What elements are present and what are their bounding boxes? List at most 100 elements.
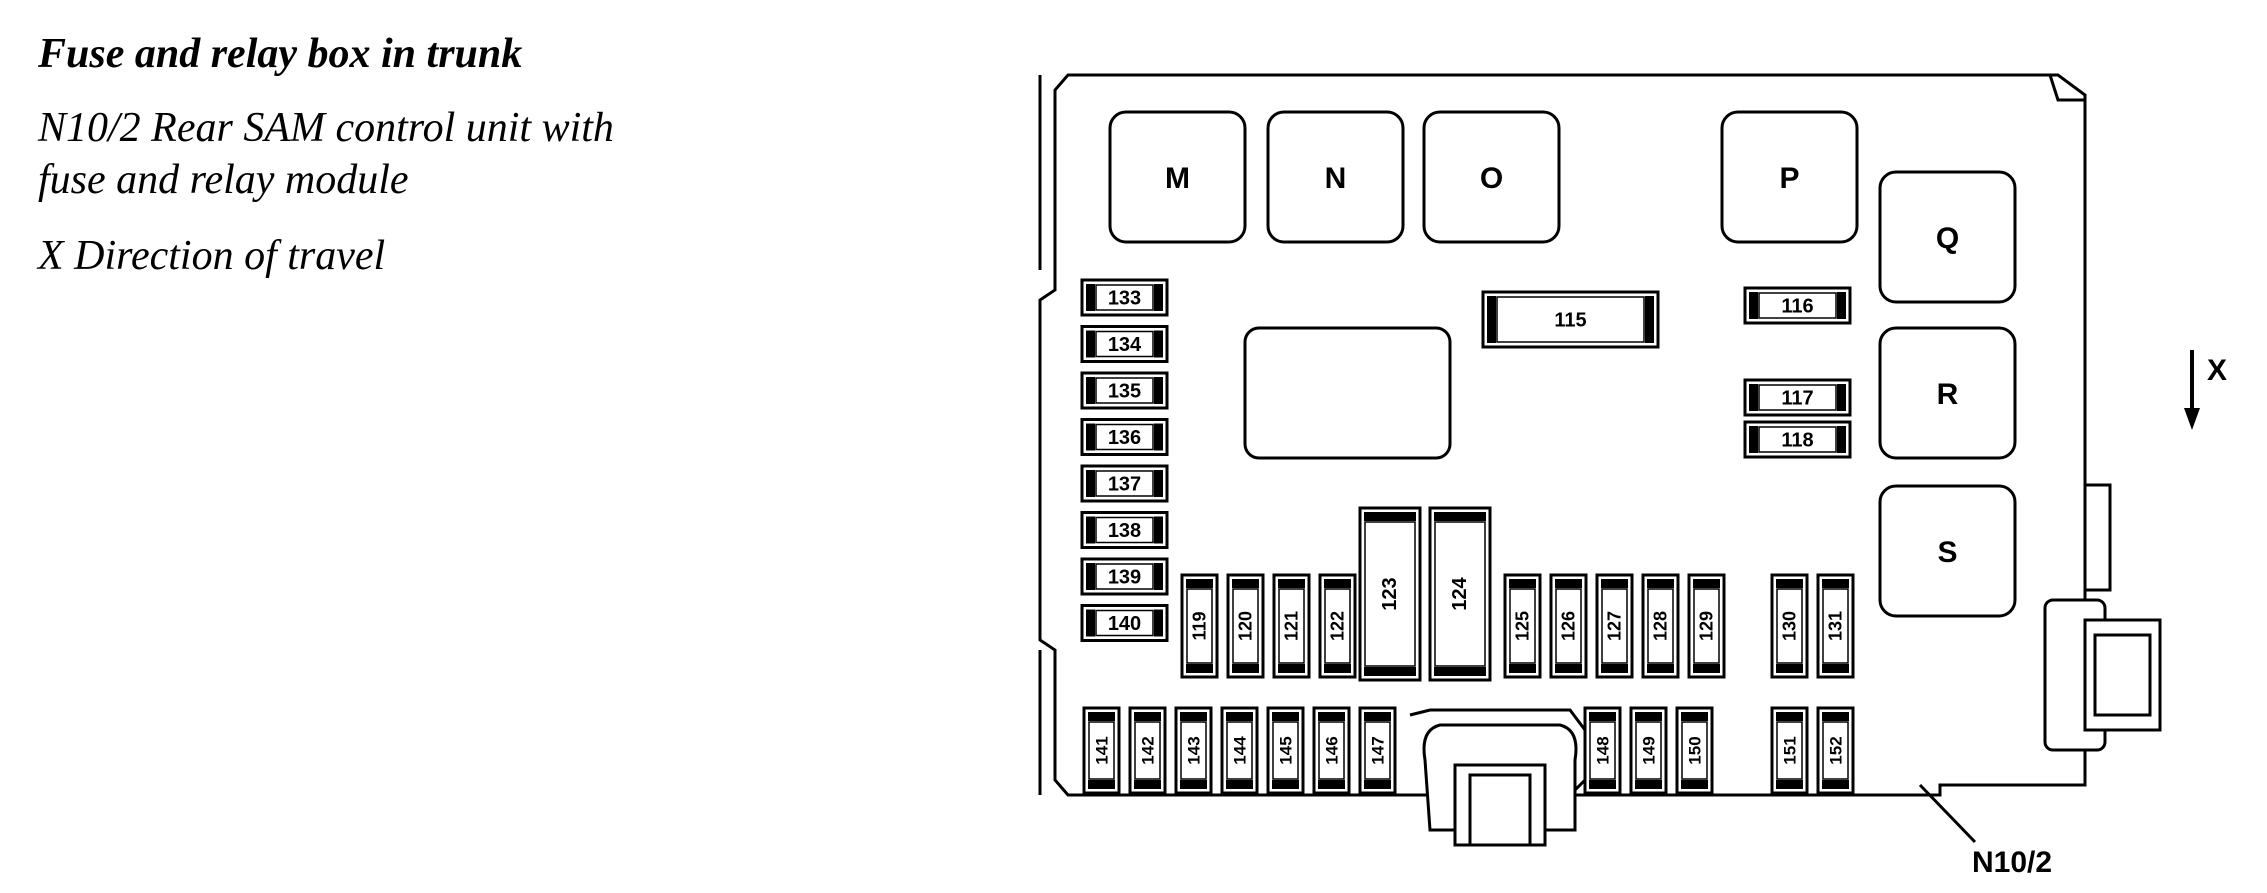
fuse-122: 122 — [1318, 573, 1357, 679]
fuse-115-label: 115 — [1554, 310, 1586, 332]
fuse-115: 115 — [1481, 290, 1660, 349]
fuse-135: 135 — [1080, 371, 1169, 410]
housing-outline — [1038, 73, 2087, 797]
fuse-147-label: 147 — [1369, 736, 1388, 764]
relay-p: P — [1720, 110, 1859, 244]
blank-relay-slot — [1243, 326, 1452, 460]
fuse-124: 124 — [1428, 506, 1492, 682]
relay-s: S — [1878, 484, 2017, 618]
fuse-129-label: 129 — [1697, 611, 1717, 641]
fuse-139-label: 139 — [1108, 567, 1141, 589]
fuse-120-label: 120 — [1236, 611, 1256, 641]
fuse-118: 118 — [1743, 420, 1852, 459]
fuse-138: 138 — [1080, 511, 1169, 549]
fuse-131: 131 — [1816, 573, 1855, 679]
caption-unit-line-2: fuse and relay module — [38, 157, 409, 203]
fuse-122-label: 122 — [1328, 611, 1348, 641]
fuse-151-label: 151 — [1781, 736, 1800, 764]
fuse-140-label: 140 — [1108, 613, 1141, 635]
housing-right-tab — [2085, 483, 2112, 592]
fuse-142-label: 142 — [1139, 736, 1158, 764]
fuse-123: 123 — [1358, 506, 1422, 682]
fuse-143: 143 — [1174, 706, 1213, 795]
fuse-150-label: 150 — [1686, 736, 1705, 764]
fuse-149-label: 149 — [1640, 736, 1659, 764]
relay-label-n: N — [1325, 162, 1347, 195]
fuse-141-label: 141 — [1093, 736, 1112, 764]
direction-label: X — [2207, 354, 2227, 387]
fuse-134: 134 — [1080, 325, 1169, 363]
fuse-129: 129 — [1687, 573, 1726, 679]
fuse-152: 152 — [1816, 706, 1855, 795]
fuse-151: 151 — [1770, 706, 1809, 795]
fuse-126: 126 — [1549, 573, 1588, 679]
caption-block: Fuse and relay box in trunk N10/2 Rear S… — [38, 28, 938, 282]
fuse-125-label: 125 — [1513, 611, 1533, 641]
fuse-127-label: 127 — [1605, 611, 1625, 641]
fuse-145: 145 — [1266, 706, 1305, 795]
caption-unit-line-1: N10/2 Rear SAM control unit with — [38, 105, 614, 151]
fuse-119-label: 119 — [1190, 611, 1210, 640]
relay-label-s: S — [1937, 536, 1957, 569]
relay-r: R — [1878, 326, 2017, 460]
fuse-146: 146 — [1312, 706, 1351, 795]
fuse-136: 136 — [1080, 418, 1169, 456]
fuse-124-label: 124 — [1449, 576, 1471, 610]
relay-label-p: P — [1779, 162, 1799, 195]
fuse-123-label: 123 — [1379, 577, 1401, 610]
fuse-150: 150 — [1675, 706, 1714, 795]
side-connector — [2043, 598, 2162, 752]
caption-title: Fuse and relay box in trunk — [38, 31, 523, 77]
fuse-131-label: 131 — [1826, 611, 1846, 641]
fuse-130-label: 130 — [1780, 611, 1800, 641]
fuse-140: 140 — [1080, 604, 1169, 642]
unit-label: N10/2 — [1972, 846, 2052, 879]
fuse-116-label: 116 — [1781, 296, 1813, 318]
fuse-137-label: 137 — [1108, 474, 1141, 496]
connector-housing — [1409, 708, 1587, 797]
fuse-147: 147 — [1358, 706, 1397, 795]
fuse-145-label: 145 — [1277, 736, 1296, 764]
fuse-118-label: 118 — [1781, 430, 1813, 452]
fuse-136-label: 136 — [1108, 427, 1141, 449]
fuse-138-label: 138 — [1108, 520, 1141, 542]
fuse-125: 125 — [1503, 573, 1542, 679]
fuse-116: 116 — [1743, 286, 1852, 325]
fuse-137: 137 — [1080, 464, 1169, 503]
fuse-121: 121 — [1272, 573, 1311, 679]
fuse-134-label: 134 — [1108, 334, 1142, 356]
fuse-148: 148 — [1583, 706, 1622, 795]
fuse-146-label: 146 — [1323, 736, 1342, 764]
relay-label-q: Q — [1936, 222, 1959, 255]
fuse-143-label: 143 — [1185, 736, 1204, 764]
fuse-127: 127 — [1595, 573, 1634, 679]
fuse-152-label: 152 — [1827, 736, 1846, 764]
relay-o: O — [1422, 110, 1561, 244]
caption-direction: X Direction of travel — [38, 233, 386, 279]
fuse-117-label: 117 — [1781, 388, 1813, 410]
fuse-126-label: 126 — [1559, 611, 1579, 641]
relay-m: M — [1108, 110, 1247, 244]
fuse-133: 133 — [1080, 278, 1169, 317]
fuse-144: 144 — [1220, 706, 1259, 795]
fuse-120: 120 — [1226, 573, 1265, 679]
fuse-128: 128 — [1641, 573, 1680, 679]
relay-label-o: O — [1480, 162, 1503, 195]
fuse-130: 130 — [1770, 573, 1809, 679]
relay-n: N — [1266, 110, 1405, 244]
fuse-128-label: 128 — [1651, 611, 1671, 641]
fuse-148-label: 148 — [1594, 736, 1613, 764]
fuse-139: 139 — [1080, 557, 1169, 596]
fuse-144-label: 144 — [1231, 736, 1250, 765]
unit-leader-line — [1918, 783, 1977, 844]
fuse-149: 149 — [1629, 706, 1668, 795]
fuse-133-label: 133 — [1108, 288, 1141, 310]
fuse-117: 117 — [1743, 378, 1852, 417]
housing-top-bevel — [2048, 74, 2085, 102]
direction-arrow-icon — [2184, 350, 2200, 430]
relay-label-r: R — [1937, 378, 1959, 411]
bottom-plug — [1422, 723, 1578, 847]
fuse-135-label: 135 — [1108, 381, 1141, 403]
fuse-142: 142 — [1128, 706, 1167, 795]
